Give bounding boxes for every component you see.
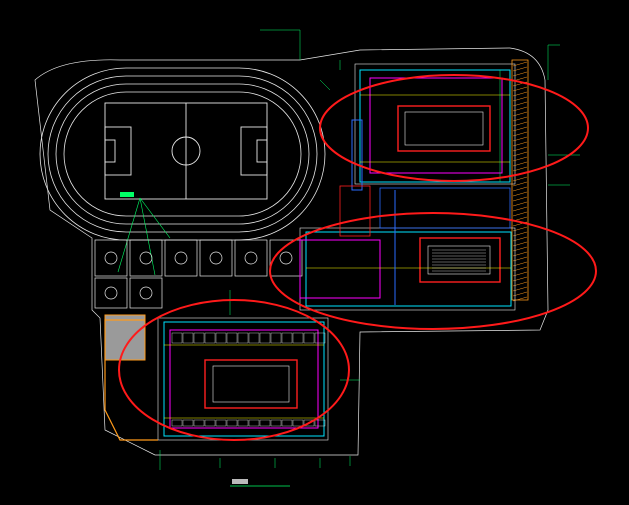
highlight-middle: [269, 212, 597, 330]
basketball-court: [129, 239, 163, 277]
basketball-court: [199, 239, 233, 277]
highlight-north: [319, 74, 589, 182]
basketball-court: [94, 239, 128, 277]
building-middle: [299, 185, 516, 311]
hatch-lines: [512, 61, 528, 302]
basketball-court: [94, 277, 128, 309]
caption-block: [232, 479, 248, 484]
south-room-grid: [171, 332, 326, 427]
stage-hatch: [432, 249, 486, 272]
highlight-south: [118, 299, 350, 441]
basketball-courts: [94, 239, 303, 309]
pitch-annotation: [117, 192, 171, 276]
running-track: [39, 67, 326, 241]
basketball-court: [269, 239, 303, 277]
annotation-leaders: [159, 29, 580, 470]
site-boundary: [34, 47, 549, 456]
basketball-court: [164, 239, 198, 277]
football-pitch: [104, 102, 268, 200]
basketball-court: [234, 239, 268, 277]
building-north: [351, 63, 516, 191]
building-south: [104, 314, 329, 441]
highlight-ellipses: [118, 74, 597, 441]
basketball-court: [129, 277, 163, 309]
